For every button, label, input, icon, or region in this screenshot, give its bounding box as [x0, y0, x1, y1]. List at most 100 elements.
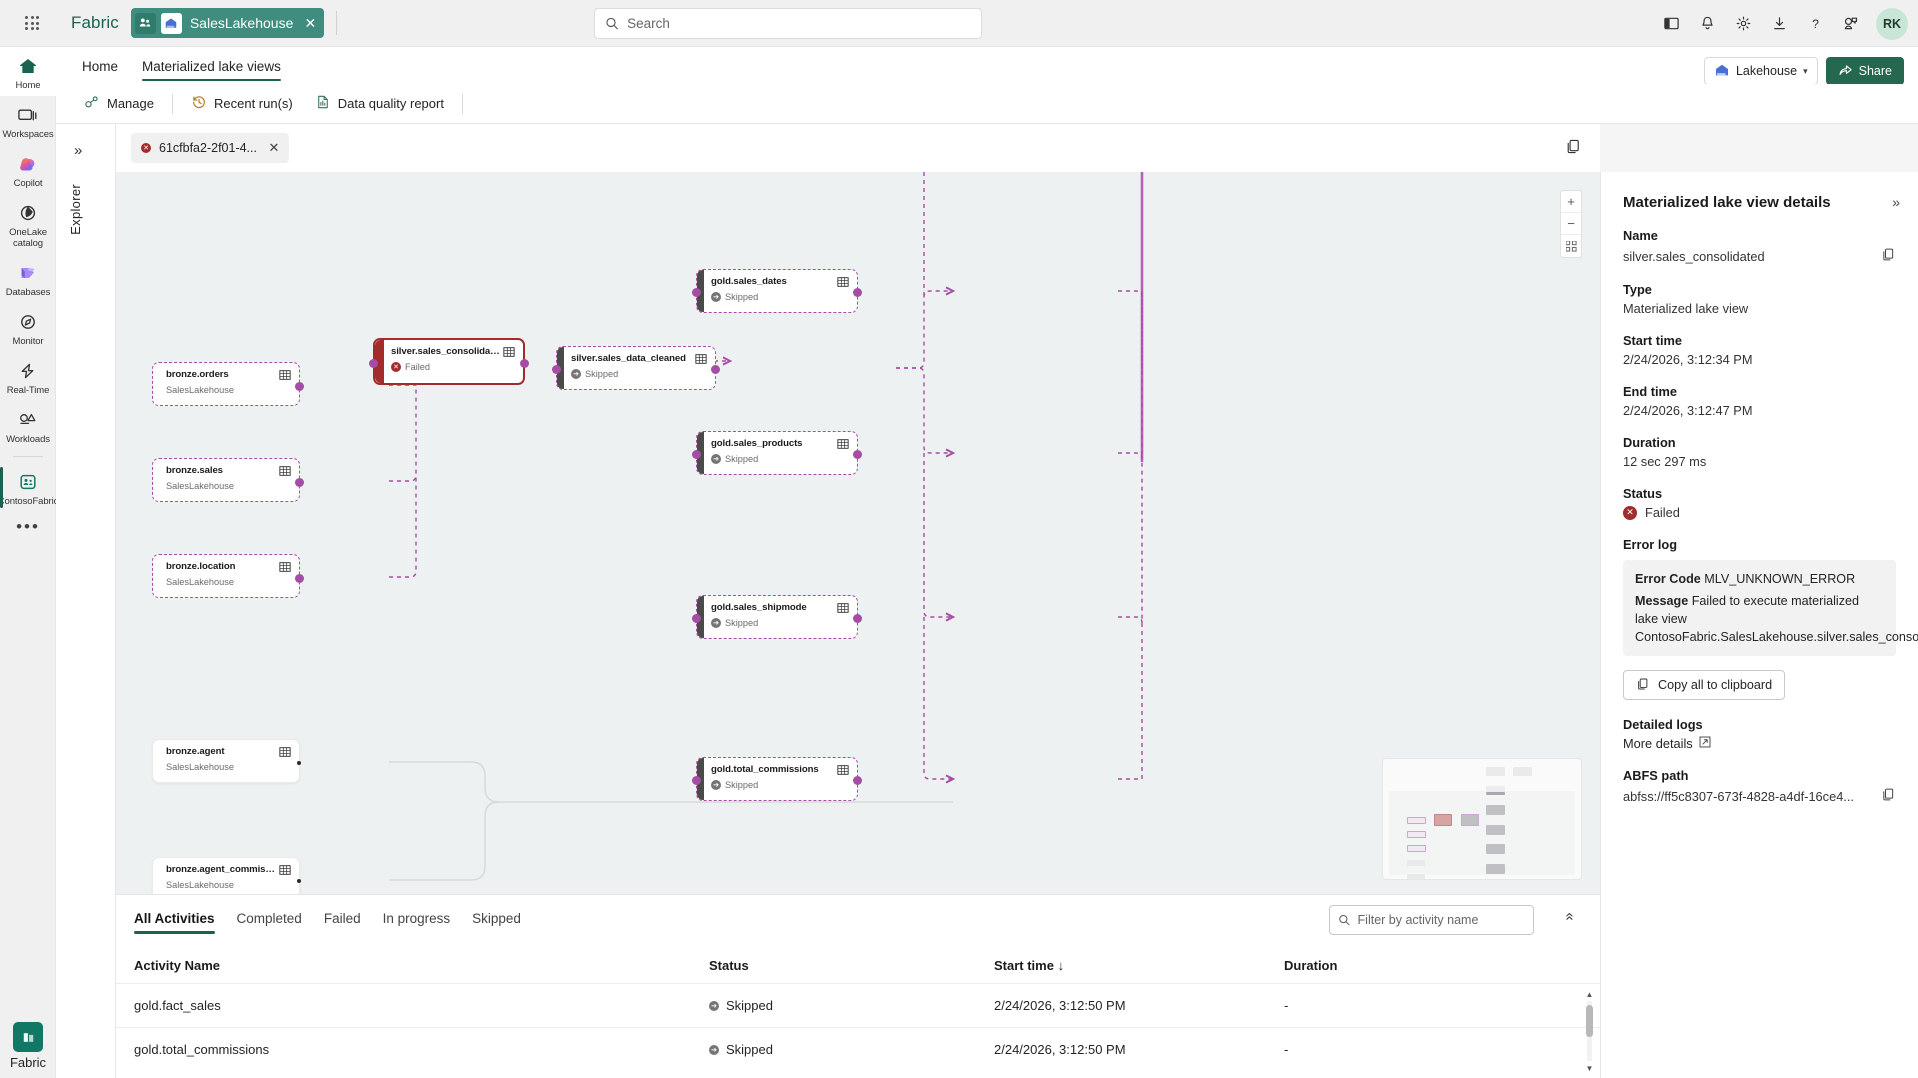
gear-icon[interactable] [1726, 7, 1760, 41]
node-output-port[interactable] [295, 574, 304, 583]
explorer-label[interactable]: Explorer [68, 184, 83, 235]
share-button[interactable]: Share [1825, 57, 1904, 85]
sidebar-item-onelake-catalog[interactable]: OneLake catalog [0, 194, 56, 254]
download-icon[interactable] [1762, 7, 1796, 41]
sidebar-item-label: ContosoFabric [0, 496, 59, 507]
tab-skipped[interactable]: Skipped [472, 911, 521, 926]
node-output-port[interactable] [297, 761, 301, 765]
manage-button[interactable]: Manage [74, 89, 164, 119]
more-details-link[interactable]: More details [1623, 736, 1711, 751]
collapse-details-icon[interactable]: » [1892, 194, 1900, 210]
lineage-node-silver-sales-consolidated[interactable]: silver.sales_consolidated ✕ Failed [369, 338, 529, 385]
help-icon[interactable]: ? [1798, 7, 1832, 41]
node-output-port[interactable] [520, 359, 529, 368]
node-output-port[interactable] [853, 450, 862, 459]
table-row[interactable]: gold.fact_sales ➔ Skipped 2/24/2026, 3:1… [116, 983, 1600, 1027]
node-output-port[interactable] [853, 614, 862, 623]
tab-materialized-lake-views[interactable]: Materialized lake views [132, 55, 291, 81]
sidebar-item-workloads[interactable]: Workloads [0, 401, 56, 450]
cell-activity-name[interactable]: gold.fact_sales [134, 998, 221, 1013]
sidebar-more-icon[interactable]: ••• [16, 517, 40, 536]
panel-layout-icon[interactable] [1654, 7, 1688, 41]
sidebar-item-databases[interactable]: Databases [0, 254, 56, 303]
scrollbar-thumb[interactable] [1586, 1005, 1593, 1037]
global-search[interactable] [594, 8, 982, 39]
activity-filter[interactable] [1329, 905, 1534, 935]
tab-home[interactable]: Home [82, 59, 119, 74]
node-output-port[interactable] [295, 478, 304, 487]
node-input-port[interactable] [369, 359, 378, 368]
lineage-node-bronze-location[interactable]: bronze.location SalesLakehouse [152, 554, 304, 598]
scroll-up-arrow-icon[interactable]: ▲ [1585, 989, 1594, 999]
column-header-activity-name[interactable]: Activity Name [134, 957, 220, 973]
expand-explorer-icon[interactable]: » [74, 142, 83, 159]
column-header-status[interactable]: Status [709, 957, 749, 973]
close-icon[interactable]: ✕ [304, 14, 317, 31]
copy-all-to-clipboard-button[interactable]: Copy all to clipboard [1623, 670, 1786, 700]
copy-icon[interactable] [1881, 787, 1896, 805]
activity-filter-input[interactable] [1357, 913, 1525, 927]
lineage-node-gold-sales-products[interactable]: gold.sales_products ➔ Skipped [692, 431, 862, 475]
sidebar-item-monitor[interactable]: Monitor [0, 303, 56, 352]
tab-all-activities[interactable]: All Activities [134, 911, 215, 934]
node-output-port[interactable] [853, 776, 862, 785]
node-input-port[interactable] [692, 776, 701, 785]
lakehouse-mode-button[interactable]: Lakehouse ▾ [1703, 57, 1818, 85]
tab-in-progress[interactable]: In progress [382, 911, 451, 926]
sidebar-item-contosofabric[interactable]: ContosoFabric [0, 463, 59, 512]
node-output-port[interactable] [297, 879, 301, 883]
node-status-label: Skipped [725, 454, 759, 464]
lineage-node-gold-sales-dates[interactable]: gold.sales_dates ➔ Skipped [692, 269, 862, 313]
zoom-out-button[interactable]: − [1561, 213, 1581, 235]
bell-icon[interactable] [1690, 7, 1724, 41]
lineage-node-silver-sales-data-cleaned[interactable]: silver.sales_data_cleaned ➔ Skipped [552, 346, 720, 390]
node-output-port[interactable] [295, 382, 304, 391]
copy-icon[interactable] [1881, 247, 1896, 265]
fit-to-screen-icon[interactable] [1561, 235, 1581, 257]
avatar[interactable]: RK [1876, 7, 1908, 40]
canvas-minimap[interactable] [1382, 758, 1582, 880]
copy-icon[interactable] [1565, 138, 1582, 158]
collapse-pane-icon[interactable]: « [1561, 912, 1579, 921]
recent-runs-label: Recent run(s) [213, 96, 293, 111]
brand-title[interactable]: Fabric [71, 13, 119, 32]
sidebar-item-real-time[interactable]: Real-Time [0, 352, 56, 401]
lineage-node-gold-total-commissions[interactable]: gold.total_commissions ➔ Skipped [692, 757, 862, 801]
active-item-chip[interactable]: SalesLakehouse ✕ [130, 8, 325, 38]
tab-completed[interactable]: Completed [236, 911, 302, 926]
node-input-port[interactable] [692, 614, 701, 623]
zoom-in-button[interactable]: + [1561, 191, 1581, 213]
node-output-port[interactable] [711, 365, 720, 374]
error-log-label: Error log [1623, 537, 1678, 552]
lineage-node-bronze-orders[interactable]: bronze.orders SalesLakehouse [152, 362, 304, 406]
lineage-node-bronze-sales[interactable]: bronze.sales SalesLakehouse [152, 458, 304, 502]
table-row[interactable]: gold.total_commissions ➔ Skipped 2/24/20… [116, 1027, 1600, 1071]
close-icon[interactable]: ✕ [268, 140, 280, 155]
sidebar-item-home[interactable]: Home [0, 47, 56, 96]
cell-activity-name[interactable]: gold.total_commissions [134, 1042, 270, 1057]
tab-failed[interactable]: Failed [323, 911, 361, 926]
data-quality-report-button[interactable]: Data quality report [305, 89, 454, 119]
lineage-canvas[interactable]: + − bronze.orders SalesLakehouse bronze.… [116, 172, 1600, 894]
node-input-port[interactable] [692, 288, 701, 297]
divider [12, 456, 43, 457]
lineage-node-bronze-agent-commissions[interactable]: bronze.agent_commissio... SalesLakehouse [152, 857, 301, 894]
sidebar-item-copilot[interactable]: Copilot [0, 145, 56, 194]
run-tab[interactable]: ✕ 61cfbfa2-2f01-4... ✕ [131, 133, 289, 163]
sidebar-item-workspaces[interactable]: Workspaces [0, 96, 56, 145]
table-scrollbar[interactable]: ▲ ▼ [1585, 989, 1594, 1073]
node-output-port[interactable] [853, 288, 862, 297]
fabric-home-button[interactable]: Fabric [0, 1022, 56, 1070]
search-input[interactable] [627, 16, 971, 31]
recent-runs-button[interactable]: Recent run(s) [181, 89, 303, 119]
app-launcher-waffle-icon[interactable] [15, 6, 49, 40]
lineage-node-gold-sales-shipmode[interactable]: gold.sales_shipmode ➔ Skipped [692, 595, 862, 639]
sidebar-item-label: Databases [5, 287, 51, 298]
column-header-duration[interactable]: Duration [1284, 957, 1338, 973]
scroll-down-arrow-icon[interactable]: ▼ [1585, 1063, 1594, 1073]
node-input-port[interactable] [552, 365, 561, 374]
feedback-icon[interactable] [1834, 7, 1868, 41]
node-input-port[interactable] [692, 450, 701, 459]
column-header-start-time[interactable]: Start time ↓ [994, 957, 1065, 973]
lineage-node-bronze-agent[interactable]: bronze.agent SalesLakehouse [152, 739, 301, 783]
